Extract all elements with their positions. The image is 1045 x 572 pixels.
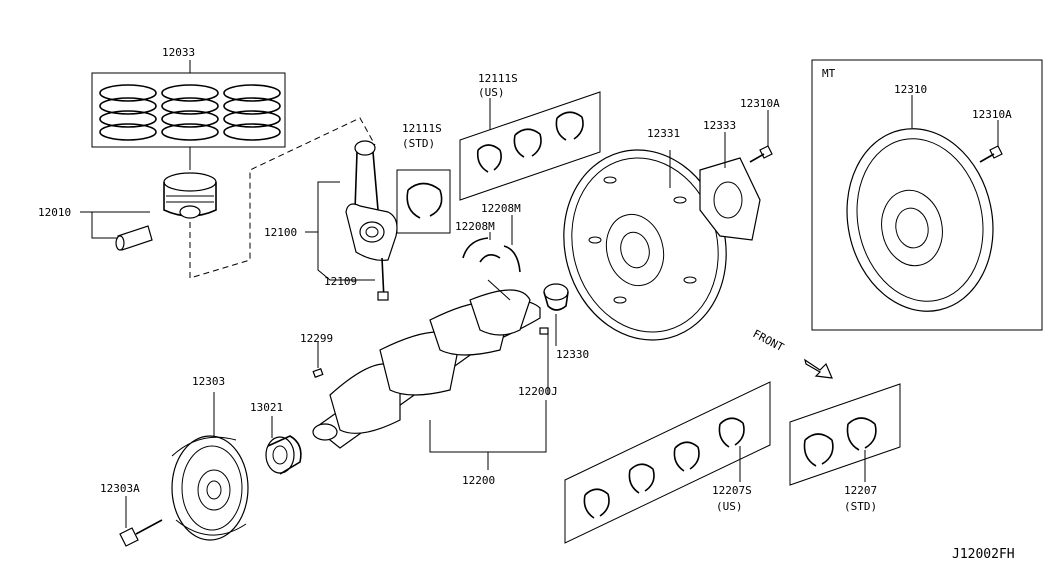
connecting-rod [305,140,398,301]
label-12111s-std-sub: (STD) [402,137,435,150]
label-12033: 12033 [162,46,195,59]
piston-ring-set [91,60,286,170]
diagram-code: J12002FH [952,547,1015,562]
label-12111s-std: 12111S [402,122,442,135]
label-12208m-a: 12208M [481,202,521,215]
label-12330: 12330 [556,348,589,361]
pulley-bolt [119,496,163,547]
label-12299: 12299 [300,332,333,345]
label-12109: 12109 [324,275,357,288]
label-12208m-b: 12208M [455,220,495,233]
front-arrow [804,358,833,379]
label-12303: 12303 [192,375,225,388]
label-12207s: 12207S [712,484,752,497]
label-12200j: 12200J [518,385,558,398]
label-12100: 12100 [264,226,297,239]
crank-pulley [171,392,249,541]
front-label: FRONT [751,327,787,354]
label-12310a-mt: 12310A [972,108,1012,121]
thrust-washers [462,215,521,273]
label-12111s-us-sub: (US) [478,86,505,99]
label-12310: 12310 [894,83,927,96]
label-12200: 12200 [462,474,495,487]
label-12207: 12207 [844,484,877,497]
rod-bearing-us [459,91,601,201]
label-12333: 12333 [703,119,736,132]
crank-key [312,342,324,378]
piston [80,117,376,279]
label-12331: 12331 [647,127,680,140]
label-12111s-us: 12111S [478,72,518,85]
mt-box-title: MT [822,67,836,80]
pilot-bushing [543,283,569,346]
crank-sprocket [265,416,302,475]
drive-plate-bolt [749,110,773,163]
main-bearing-std [789,383,901,486]
label-12010: 12010 [38,206,71,219]
drive-plate-spacer [699,132,761,241]
rod-bearing-std [396,169,451,234]
label-13021: 13021 [250,401,283,414]
label-12207s-sub: (US) [716,500,743,513]
mt-flywheel-group [811,59,1043,331]
label-12303a: 12303A [100,482,140,495]
crankshaft [312,279,549,470]
label-12207-sub: (STD) [844,500,877,513]
main-bearing-us [564,381,771,544]
label-12310a-at: 12310A [740,97,780,110]
